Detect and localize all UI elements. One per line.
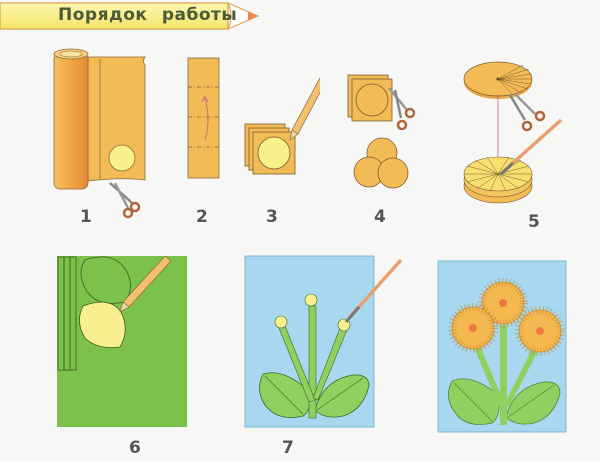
step-2-illustration: 2: [185, 50, 225, 230]
pencil-icon: [119, 255, 172, 313]
brush-icon: [499, 118, 563, 176]
step-number: 3: [266, 207, 278, 227]
step-number: 5: [528, 212, 540, 232]
flower-icon: [515, 306, 565, 356]
pencil-icon: [289, 77, 320, 141]
header-pencil-banner: Порядок работы: [0, 0, 260, 32]
step-number: 2: [196, 207, 208, 227]
flower-icon: [478, 278, 528, 328]
finished-applique-illustration: [430, 255, 580, 455]
step-number: 7: [282, 438, 294, 458]
step-1-illustration: 1: [40, 45, 170, 227]
step-7-illustration: 7: [243, 250, 413, 461]
step-4-illustration: 4: [345, 70, 435, 230]
step-5-illustration: 5: [455, 50, 600, 232]
page-title: Порядок работы: [58, 5, 238, 25]
step-number: 4: [374, 207, 386, 227]
scissors-icon: [388, 87, 416, 131]
scissors-icon: [109, 182, 141, 219]
step-6-illustration: 6: [55, 250, 215, 461]
scissors-icon: [508, 93, 546, 132]
brush-icon: [344, 258, 403, 323]
step-number: 6: [129, 438, 141, 458]
flower-icon: [448, 303, 498, 353]
fold-arrow-icon: [204, 97, 209, 141]
step-number: 1: [80, 207, 92, 227]
step-3-illustration: 3: [240, 70, 320, 230]
pencil-icon: [0, 2, 260, 30]
